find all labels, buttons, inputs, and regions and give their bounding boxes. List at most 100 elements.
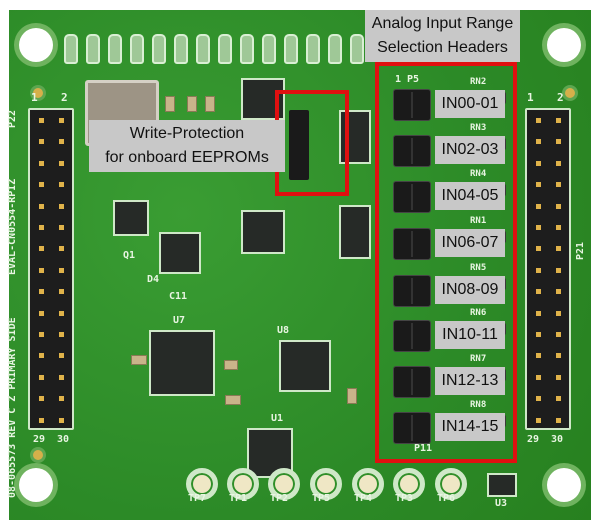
header-pin — [556, 332, 561, 337]
header-pin — [556, 225, 561, 230]
header-pin — [556, 182, 561, 188]
test-point-label: TP7 — [188, 493, 207, 504]
header-pin — [536, 417, 541, 423]
pin-1-mark: 1 — [527, 91, 534, 104]
via — [33, 88, 43, 98]
p5-label: 1 P5 — [395, 74, 420, 85]
header-pin — [39, 332, 44, 337]
input-range-label: IN00-01 — [435, 90, 505, 118]
header-pin — [536, 310, 541, 316]
rn-label: RN2 — [470, 77, 487, 87]
header-pin — [196, 34, 210, 64]
test-point-label: TP2 — [270, 493, 289, 504]
header-pin — [59, 267, 64, 273]
rn-label: RN7 — [470, 354, 487, 364]
pin-30-mark: 30 — [57, 434, 70, 445]
test-point[interactable] — [393, 468, 425, 500]
range-jumper[interactable] — [393, 412, 431, 444]
pin-29-mark: 29 — [527, 434, 540, 445]
header-pin — [536, 225, 541, 230]
u8-chip — [279, 340, 331, 392]
mounting-hole — [19, 468, 53, 502]
header-pin — [556, 139, 561, 145]
header-pin — [59, 332, 64, 337]
input-range-label: IN02-03 — [435, 136, 505, 164]
range-jumper[interactable] — [393, 89, 431, 121]
header-pin — [39, 310, 44, 316]
u3-chip — [487, 473, 517, 497]
test-point[interactable] — [310, 468, 342, 500]
right-gpio-header[interactable] — [525, 108, 571, 430]
pin-1-mark: 1 — [31, 91, 38, 104]
regulator-chip — [241, 210, 285, 254]
header-pin — [556, 267, 561, 273]
header-pin — [39, 160, 44, 166]
test-point[interactable] — [352, 468, 384, 500]
left-gpio-header[interactable] — [28, 108, 74, 430]
header-pin — [59, 289, 64, 295]
analog-range-highlight-box — [375, 62, 517, 463]
header-pin — [39, 118, 44, 123]
range-jumper[interactable] — [393, 366, 431, 398]
header-pin — [59, 160, 64, 166]
header-pin — [306, 34, 320, 64]
header-pin — [536, 118, 541, 123]
test-point[interactable] — [186, 468, 218, 500]
callout-line: Analog Input Range — [371, 15, 514, 32]
range-jumper[interactable] — [393, 135, 431, 167]
test-point-label: TP5 — [312, 493, 331, 504]
p22-label: P22 — [7, 109, 18, 128]
header-pin — [536, 160, 541, 166]
header-pin — [39, 374, 44, 380]
resistor — [205, 96, 215, 112]
header-pin — [39, 203, 44, 209]
range-jumper[interactable] — [393, 228, 431, 260]
range-jumper[interactable] — [393, 320, 431, 352]
analog-range-callout: Analog Input Range Selection Headers — [365, 10, 520, 62]
test-point[interactable] — [268, 468, 300, 500]
capacitor — [347, 388, 357, 404]
header-pin — [284, 34, 298, 64]
header-pin — [556, 417, 561, 423]
rn-label: RN5 — [470, 263, 487, 273]
via — [565, 88, 575, 98]
header-pin — [536, 203, 541, 209]
rn-label: RN3 — [470, 123, 487, 133]
p21-label: P21 — [575, 241, 586, 260]
test-point-label: TP1 — [229, 493, 248, 504]
u1-label: U1 — [271, 413, 284, 424]
header-pin — [536, 267, 541, 273]
input-range-label: IN10-11 — [435, 321, 505, 349]
u3-label: U3 — [495, 498, 508, 509]
test-point[interactable] — [435, 468, 467, 500]
p11-label: P11 — [414, 443, 433, 454]
range-jumper[interactable] — [393, 275, 431, 307]
q1-chip — [113, 200, 149, 236]
header-pin — [556, 353, 561, 359]
header-pin — [59, 417, 64, 423]
resistor — [187, 96, 197, 112]
range-jumper[interactable] — [393, 181, 431, 213]
callout-line: Selection Headers — [377, 39, 508, 56]
capacitor — [224, 360, 238, 370]
header-pin — [39, 396, 44, 402]
header-pin — [130, 34, 144, 64]
test-point[interactable] — [227, 468, 259, 500]
callout-line: Write-Protection — [129, 125, 245, 142]
mounting-hole — [547, 28, 581, 62]
mounting-hole — [547, 468, 581, 502]
header-pin — [59, 139, 64, 145]
d4-label: D4 — [147, 274, 160, 285]
header-pin — [218, 34, 232, 64]
header-pin — [262, 34, 276, 64]
header-pin — [59, 225, 64, 230]
header-pin — [536, 332, 541, 337]
c11-label: C11 — [169, 291, 188, 302]
header-pin — [39, 139, 44, 145]
header-pin — [59, 353, 64, 359]
header-pin — [59, 182, 64, 188]
test-point-label: TP6 — [437, 493, 456, 504]
header-pin — [328, 34, 342, 64]
input-range-label: IN12-13 — [435, 367, 505, 395]
write-protect-jumper[interactable] — [289, 110, 309, 180]
